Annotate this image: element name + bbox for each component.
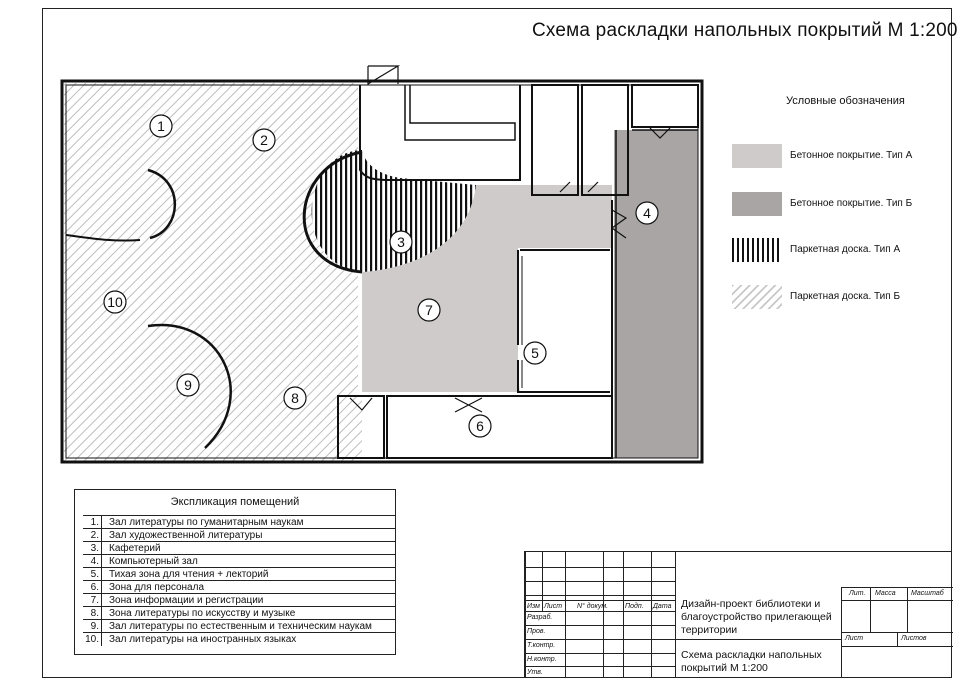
stamp-doc: N° докум. [577, 603, 609, 610]
floor-parquet-b [64, 83, 362, 462]
explication-divider [101, 516, 102, 529]
legend-swatch [732, 144, 782, 168]
stamp-scale: Масштаб [911, 590, 944, 597]
floor-parquet-a [311, 150, 476, 272]
title-block: Изм Лист N° докум. Подп. Дата Разраб. Пр… [524, 551, 953, 678]
floor-concrete-b [614, 130, 698, 458]
explication-room-name: Тихая зона для чтения + лекторий [109, 569, 269, 580]
explication-divider [101, 568, 102, 581]
room-marker-circle [252, 128, 276, 152]
explication-number: 10. [85, 634, 99, 645]
room-marker-circle [149, 114, 173, 138]
explication-number: 5. [90, 569, 99, 580]
explication-number: 9. [90, 621, 99, 632]
room-markers: 1 2 3 4 5 6 7 8 9 10 [103, 114, 659, 438]
room-number: 4 [643, 205, 651, 221]
stamp-lit: Лит. [849, 590, 866, 597]
explication-divider [101, 542, 102, 555]
explication-room-name: Зона для персонала [109, 582, 205, 593]
stamp-project-name: Дизайн-проект библиотеки и благоустройст… [681, 598, 832, 636]
legend-swatch [732, 192, 782, 216]
explication-room-name: Зона литературы по искусству и музыке [109, 608, 296, 619]
legend-swatch [732, 285, 782, 309]
legend-label: Бетонное покрытие. Тип Б [790, 198, 913, 209]
explication-room-name: Компьютерный зал [109, 556, 198, 567]
explication-room-name: Зал литературы по гуманитарным наукам [109, 517, 304, 528]
room-number: 3 [397, 234, 405, 250]
explication-number: 8. [90, 608, 99, 619]
drawing-title: Схема раскладки напольных покрытий М 1:2… [532, 20, 958, 41]
explication-row: 1. Зал литературы по гуманитарным наукам [83, 515, 396, 529]
stamp-role: Н.контр. [527, 656, 557, 663]
stamp-sheet: Лист [845, 635, 864, 642]
explication-divider [101, 555, 102, 568]
room-number: 6 [476, 418, 484, 434]
explication-number: 2. [90, 530, 99, 541]
stamp-sheets: Листов [901, 635, 927, 642]
stamp-sign: Подп. [625, 603, 644, 610]
room-number: 7 [425, 302, 433, 318]
legend-label: Бетонное покрытие. Тип А [790, 150, 913, 161]
room-number: 1 [157, 118, 165, 134]
stamp-role: Пров. [527, 628, 546, 635]
stamp-mass: Масса [875, 590, 896, 597]
legend-swatch [732, 238, 782, 262]
stamp-date: Дата [653, 603, 672, 610]
explication-number: 6. [90, 582, 99, 593]
legend-title: Условные обозначения [786, 95, 905, 107]
stamp-role: Утв. [527, 669, 543, 676]
explication-divider [101, 620, 102, 633]
room-number: 8 [291, 390, 299, 406]
explication-row: 9. Зал литературы по естественным и техни… [83, 619, 396, 633]
stamp-role: Разраб. [527, 614, 553, 621]
explication-room-name: Зал художественной литературы [109, 530, 263, 541]
room-number: 2 [260, 132, 268, 148]
legend-label: Паркетная доска. Тип А [790, 244, 901, 255]
explication-number: 7. [90, 595, 99, 606]
explication-room-name: Зона информации и регистрации [109, 595, 264, 606]
stamp-sheet-name: Схема раскладки напольных покрытий М 1:2… [681, 649, 822, 674]
room-marker-circle [103, 290, 127, 314]
explication-row: 8. Зона литературы по искусству и музыке [83, 606, 396, 620]
floor-concrete-a [362, 185, 612, 392]
walls [60, 65, 704, 464]
explication-room-name: Кафетерий [109, 543, 161, 554]
explication-row: 3. Кафетерий [83, 541, 396, 555]
explication-divider [101, 581, 102, 594]
explication-row: 7. Зона информации и регистрации [83, 593, 396, 607]
room-marker-circle [523, 341, 547, 365]
explication-divider [101, 594, 102, 607]
explication-room-name: Зал литературы по естественным и техниче… [109, 621, 372, 632]
explication-table: Экспликация помещений 1. Зал литературы п… [74, 489, 396, 655]
explication-number: 1. [90, 517, 99, 528]
explication-divider [101, 633, 102, 646]
legend-label: Паркетная доска. Тип Б [790, 291, 901, 302]
explication-row: 6. Зона для персонала [83, 580, 396, 594]
explication-row: 2. Зал художественной литературы [83, 528, 396, 542]
room-marker-circle [389, 230, 413, 254]
explication-room-name: Зал литературы на иностранных языках [109, 634, 297, 645]
stamp-izm: Изм [527, 603, 540, 610]
explication-row: 5. Тихая зона для чтения + лекторий [83, 567, 396, 581]
room-marker-circle [635, 201, 659, 225]
explication-divider [101, 607, 102, 620]
room-marker-circle [417, 298, 441, 322]
explication-title: Экспликация помещений [170, 496, 300, 508]
room-marker-circle [176, 373, 200, 397]
room-marker-circle [283, 386, 307, 410]
stamp-list: Лист [544, 603, 563, 610]
explication-row: 10. Зал литературы на иностранных языках [83, 632, 396, 646]
stamp-role: Т.контр. [527, 642, 556, 649]
room-number: 9 [184, 377, 192, 393]
room-number: 5 [531, 345, 539, 361]
explication-divider [101, 529, 102, 542]
explication-number: 4. [90, 556, 99, 567]
sheet-frame [42, 8, 952, 678]
explication-row: 4. Компьютерный зал [83, 554, 396, 568]
explication-number: 3. [90, 543, 99, 554]
room-number: 10 [107, 294, 123, 310]
room-marker-circle [468, 414, 492, 438]
